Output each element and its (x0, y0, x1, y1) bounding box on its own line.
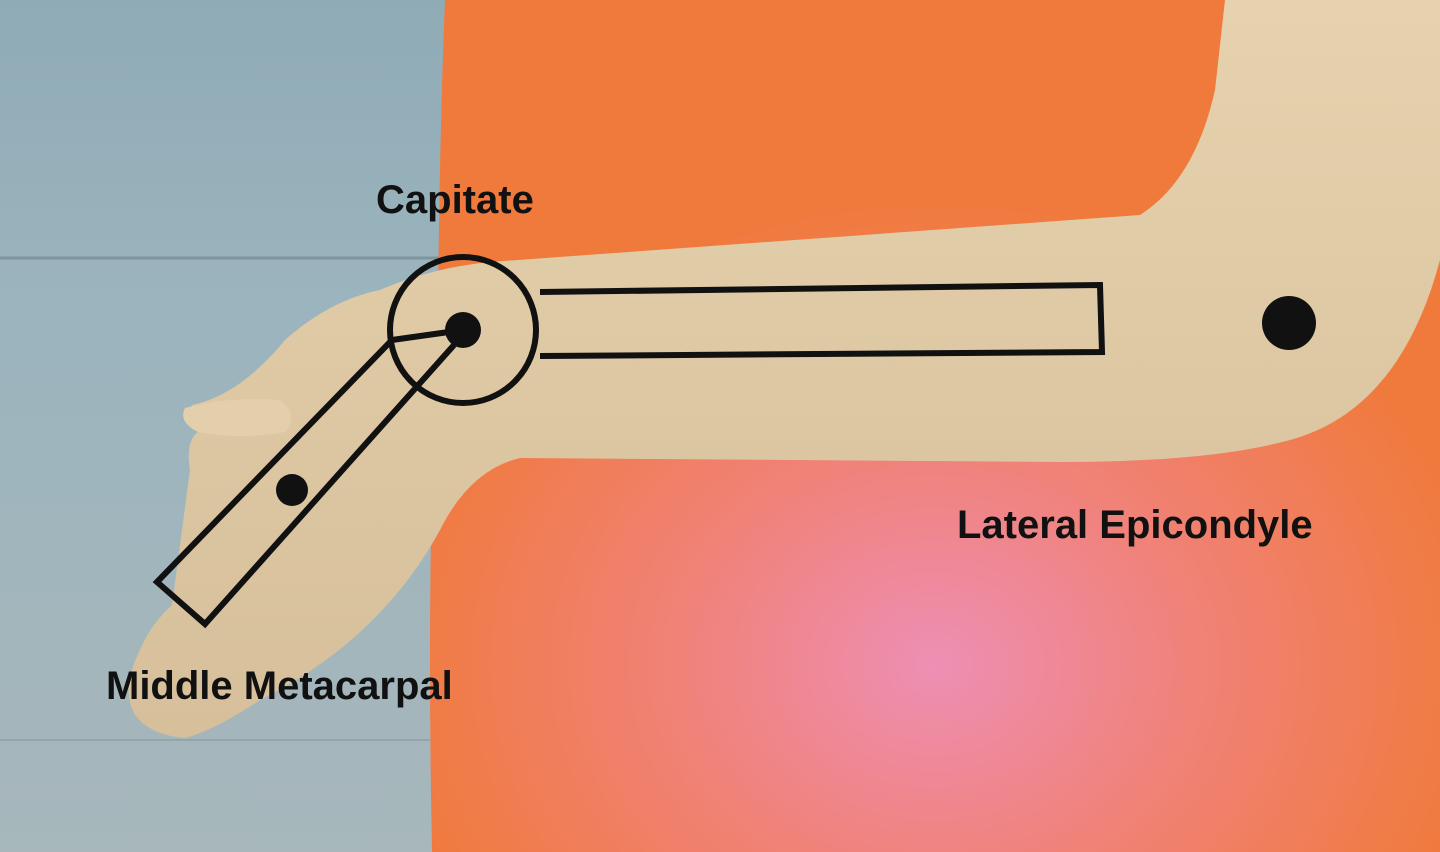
arm-silhouette (128, 0, 1440, 738)
capitate-circle (387, 254, 539, 406)
forearm-segment-outline (539, 281, 1106, 359)
capitate-label: Capitate (376, 178, 534, 222)
middle-metacarpal-label: Middle Metacarpal (106, 664, 453, 708)
metacarpal-segment-outline (152, 327, 464, 629)
capitate-dot (445, 312, 481, 348)
lateral-epicondyle-label: Lateral Epicondyle (957, 503, 1313, 547)
middle-metacarpal-dot (276, 474, 308, 506)
thumb (183, 399, 292, 436)
lateral-epicondyle-dot (1262, 296, 1316, 350)
